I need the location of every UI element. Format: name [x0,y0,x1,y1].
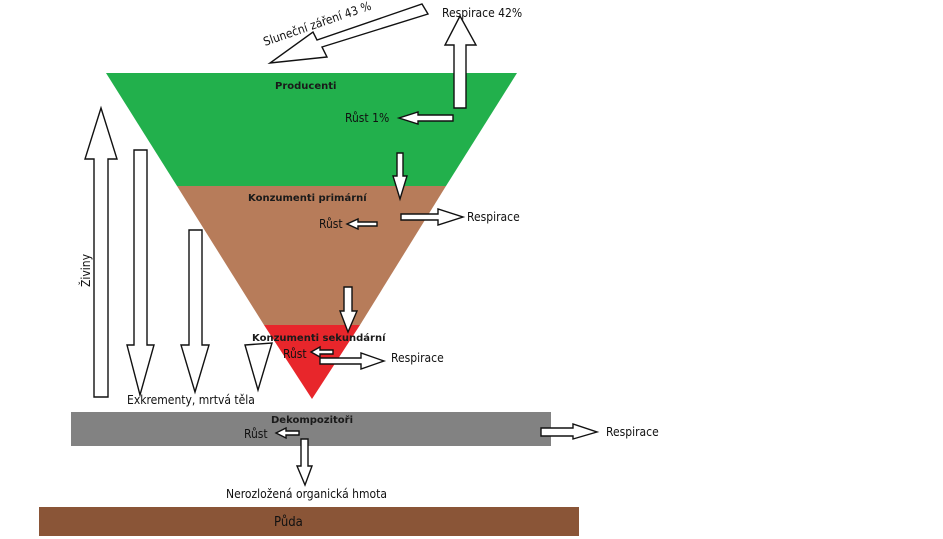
secondary-consumers-label: Konzumenti sekundární [252,332,386,344]
primary-respiration-label: Respirace [467,210,520,224]
excrement-arrow-3 [244,342,273,393]
decomposer-respiration-label: Respirace [606,425,659,439]
secondary-consumers-band [264,325,360,399]
secondary-growth-arrow [309,345,334,359]
secondary-growth-label: Růst [283,347,307,361]
primary-respiration-arrow [400,208,466,226]
decomposers-bar [71,412,551,446]
solar-radiation-arrow [267,3,430,64]
primary-consumers-label: Konzumenti primární [248,192,367,204]
soil-label: Půda [274,515,303,530]
decomposer-growth-arrow [274,426,300,440]
secondary-respiration-label: Respirace [391,351,444,365]
producer-growth-label: Růst 1% [345,111,389,125]
primary-growth-arrow [345,217,378,231]
soil-bar [39,507,579,536]
excrements-label: Exkrementy, mrtvá těla [127,393,255,407]
excrement-arrow-1 [126,149,155,398]
primary-growth-label: Růst [319,217,343,231]
undecomposed-matter-label: Nerozložená organická hmota [226,487,387,501]
primary-consumers-band [177,186,446,325]
secondary-respiration-arrow [319,352,387,370]
producers-band [106,73,517,186]
nutrients-label: Živiny [78,253,93,287]
decomposer-growth-label: Růst [244,427,268,441]
producer-respiration-label: Respirace 42% [442,6,522,20]
decomposers-label: Dekompozitoři [271,414,353,426]
decomposer-respiration-arrow [540,423,600,440]
producers-label: Producenti [275,81,336,92]
primary-to-secondary-arrow [338,286,359,334]
nutrients-arrow [84,105,118,398]
excrement-arrow-2 [180,229,210,395]
decomposer-output-arrow [295,438,314,487]
producer-growth-arrow [396,111,454,125]
producer-respiration-arrow [443,14,478,109]
producer-to-primary-arrow [392,152,408,202]
